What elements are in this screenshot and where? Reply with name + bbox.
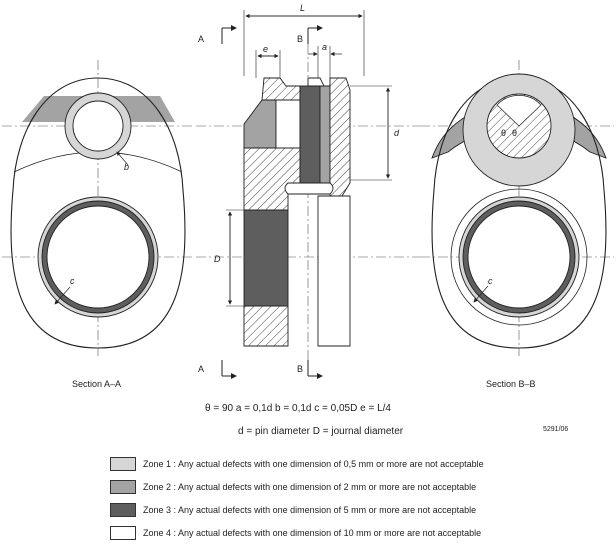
formula-line-2: d = pin diameter D = journal diameter <box>238 426 404 437</box>
figure-id: 5291/06 <box>543 426 569 433</box>
label-theta-right: θ <box>512 128 517 138</box>
label-d: d <box>394 128 400 138</box>
section-a-view <box>2 60 195 356</box>
zone-2-text: Zone 2 : Any actual defects with one dim… <box>143 482 477 492</box>
label-D: D <box>214 254 221 264</box>
caption-section-b: Section B–B <box>486 379 536 389</box>
side-section-view <box>196 10 420 379</box>
label-B-bottom: B <box>297 364 303 374</box>
label-e: e <box>263 44 268 54</box>
label-c-right: c <box>488 276 493 286</box>
label-B-top: B <box>297 34 303 44</box>
zone-1-swatch <box>110 457 136 471</box>
label-L: L <box>300 3 305 13</box>
zone-4-text: Zone 4 : Any actual defects with one dim… <box>143 528 482 538</box>
caption-section-a: Section A–A <box>72 379 121 389</box>
zone-2-swatch <box>110 480 136 494</box>
zone-3-swatch <box>110 503 136 517</box>
label-b: b <box>124 162 129 172</box>
web-outline-a <box>10 77 186 349</box>
legend-zone-1: Zone 1 : Any actual defects with one dim… <box>110 456 484 472</box>
label-a: a <box>322 42 327 52</box>
label-A-bottom: A <box>198 364 204 374</box>
label-c-left: c <box>70 276 75 286</box>
label-theta-left: θ <box>501 128 506 138</box>
legend-zone-4: Zone 4 : Any actual defects with one dim… <box>110 525 481 541</box>
formula-line-1: θ = 90 a = 0,1d b = 0,1d c = 0,05D e = L… <box>205 403 391 414</box>
legend-zone-3: Zone 3 : Any actual defects with one dim… <box>110 502 476 518</box>
section-b-view <box>420 60 614 356</box>
zone-1-text: Zone 1 : Any actual defects with one dim… <box>143 459 484 469</box>
zone-4-swatch <box>110 526 136 540</box>
label-A-top: A <box>198 34 204 44</box>
web-outline-b <box>431 77 607 349</box>
legend-zone-2: Zone 2 : Any actual defects with one dim… <box>110 479 476 495</box>
zone-3-text: Zone 3 : Any actual defects with one dim… <box>143 505 477 515</box>
